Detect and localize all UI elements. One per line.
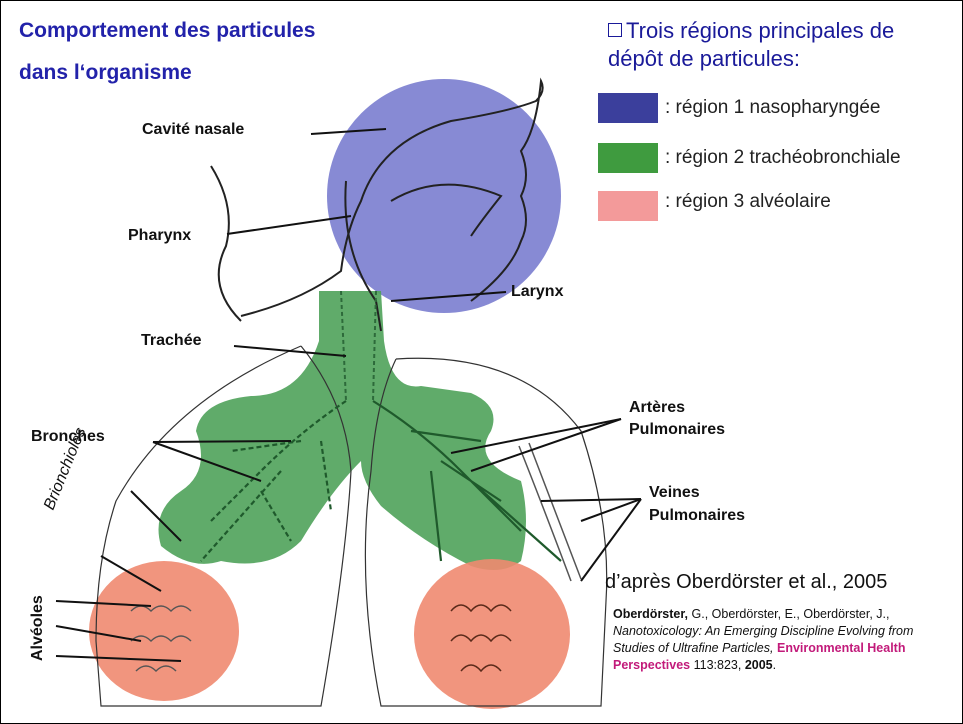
- legend-swatch-region-3: [598, 191, 658, 221]
- citation-main: d’après Oberdörster et al., 2005: [605, 571, 887, 594]
- label-trachee: Trachée: [141, 332, 201, 350]
- neck-curve: [211, 166, 241, 321]
- legend-header-line-2: dépôt de particules:: [608, 45, 800, 73]
- legend-swatch-region-1: [598, 93, 658, 123]
- label-veines-1: Veines: [649, 484, 700, 502]
- legend-header-line-1: Trois régions principales de: [608, 17, 894, 45]
- ref-year-suffix: .: [773, 658, 776, 672]
- title-line-2: dans l‘organisme: [19, 61, 192, 85]
- region-3-alveolar-left: [89, 561, 239, 701]
- ref-author: Oberdörster,: [613, 607, 688, 621]
- legend-label-region-2: : région 2 trachéobronchiale: [665, 147, 901, 169]
- label-cavite-nasale: Cavité nasale: [142, 121, 244, 139]
- label-arteres-1: Artères: [629, 399, 685, 417]
- region-3-alveolar-right: [414, 559, 570, 709]
- label-larynx: Larynx: [511, 283, 563, 301]
- title-line-1: Comportement des particules: [19, 19, 315, 43]
- label-arteres-2: Pulmonaires: [629, 421, 725, 439]
- label-pharynx: Pharynx: [128, 227, 191, 245]
- legend-label-region-3: : région 3 alvéolaire: [665, 191, 831, 213]
- label-veines-2: Pulmonaires: [649, 507, 745, 525]
- reference: Oberdörster, G., Oberdörster, E., Oberdö…: [613, 606, 958, 674]
- legend-header-text: Trois régions principales de: [626, 18, 894, 43]
- ref-authors-rest: G., Oberdörster, E., Oberdörster, J.,: [688, 607, 889, 621]
- label-alveoles: Alvéoles: [29, 595, 47, 661]
- pulmonary-vein-tube: [519, 443, 581, 581]
- legend-label-region-1: : région 1 nasopharyngée: [665, 97, 881, 119]
- checkbox-bullet-icon: [608, 23, 622, 37]
- ref-volume: 113:823,: [690, 658, 741, 672]
- ref-year: 2005: [745, 658, 773, 672]
- region-2-tracheobronchial: [159, 291, 527, 570]
- legend-swatch-region-2: [598, 143, 658, 173]
